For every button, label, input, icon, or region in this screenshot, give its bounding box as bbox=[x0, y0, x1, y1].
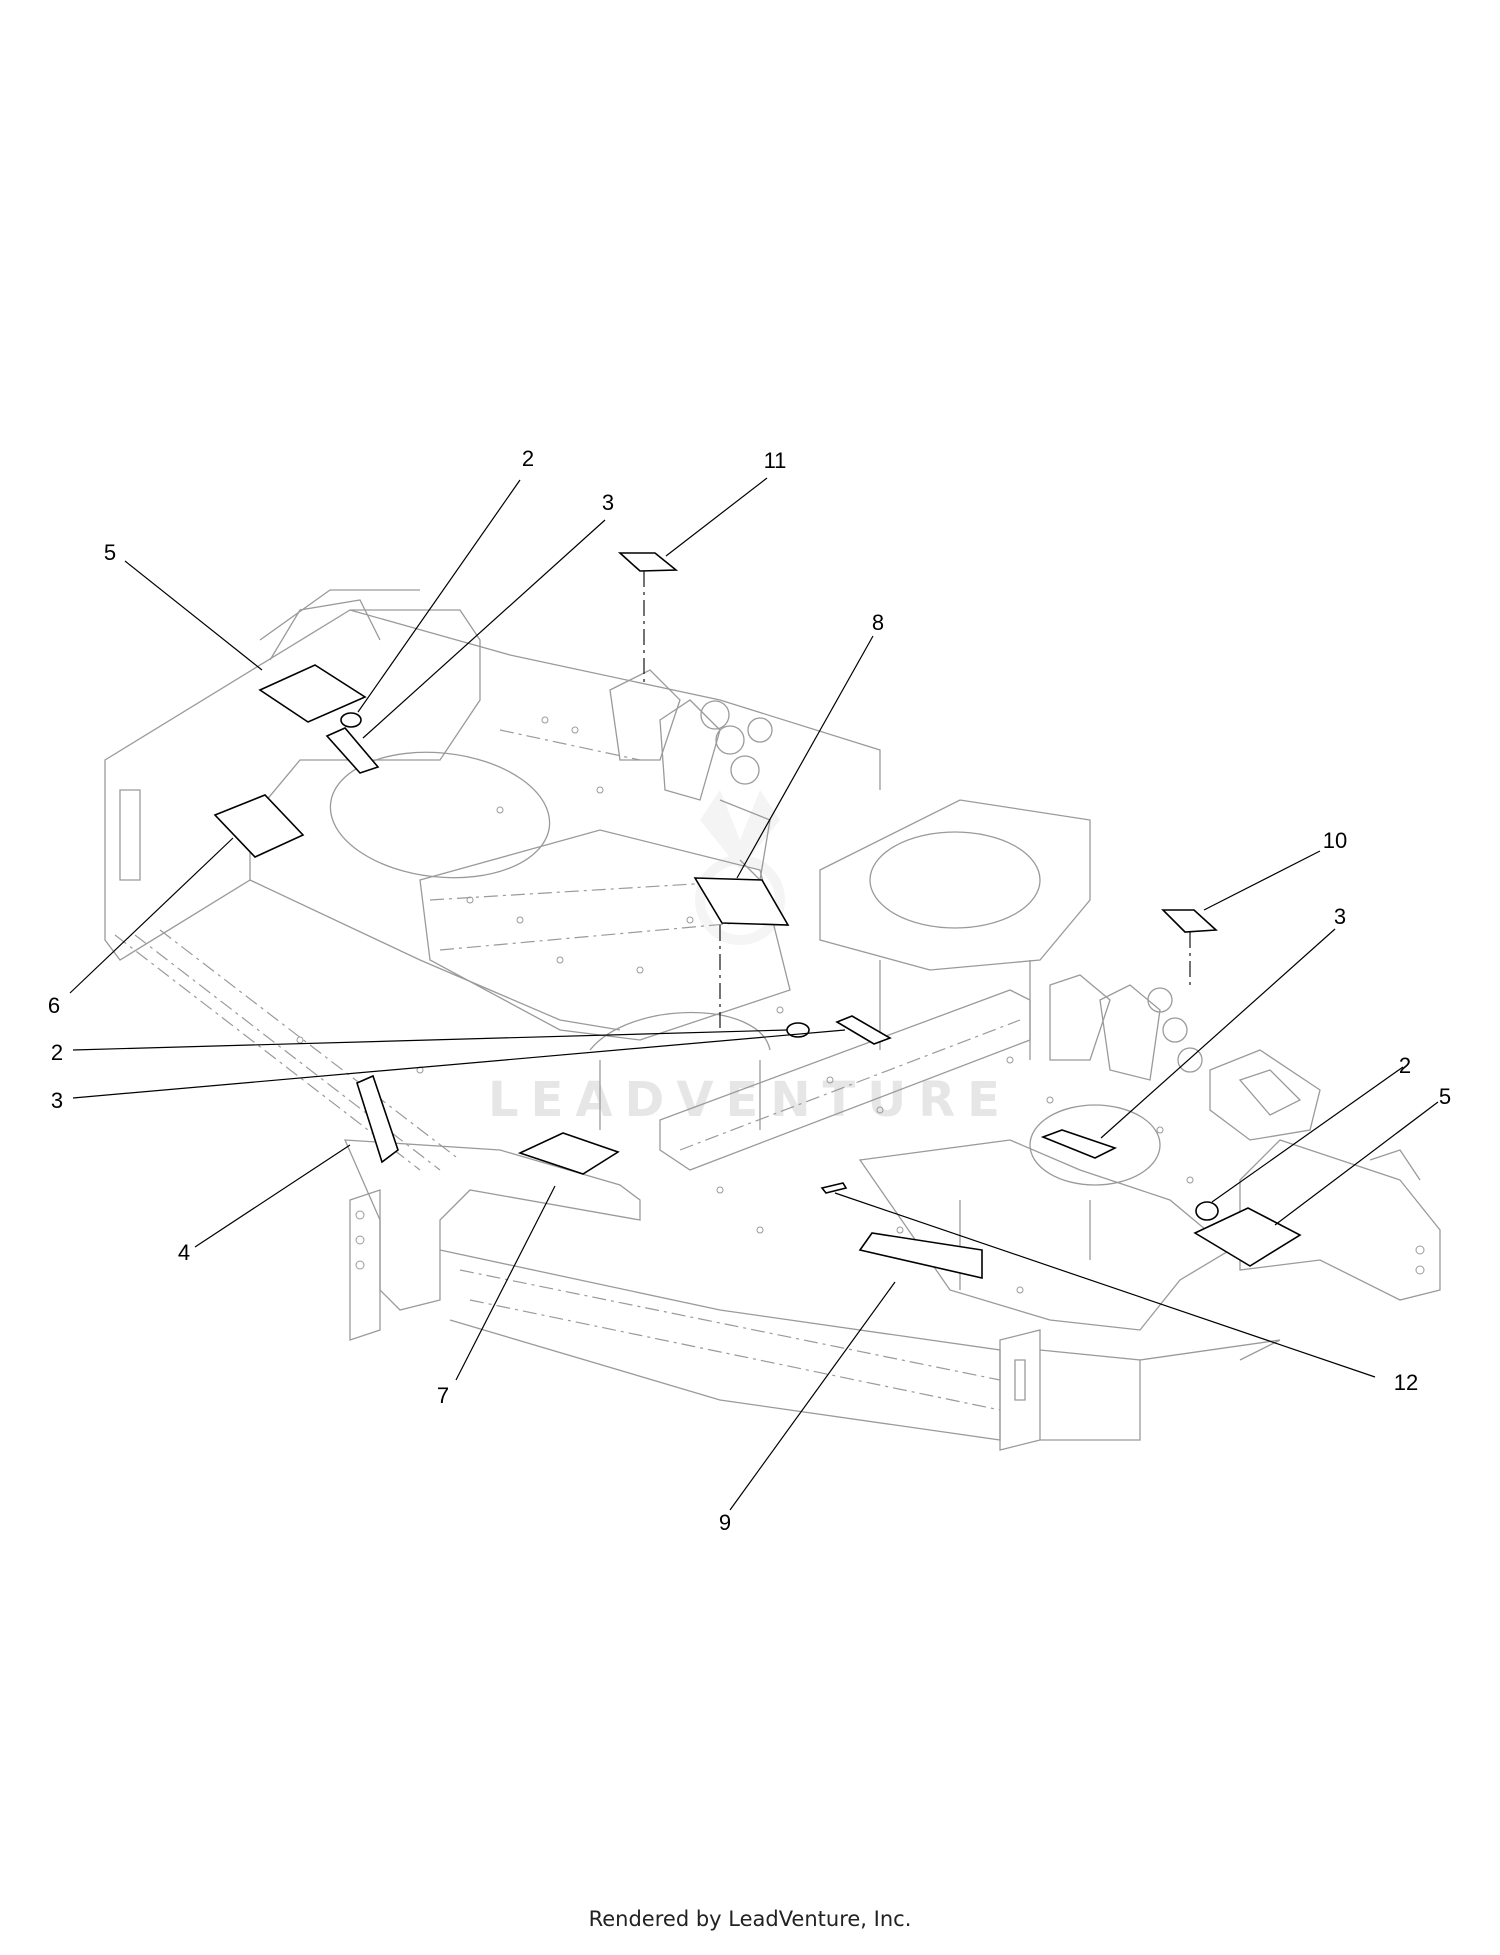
callout-9: 9 bbox=[719, 1510, 731, 1535]
watermark: LEADVENTURE bbox=[488, 790, 1012, 1128]
decal-2-right bbox=[1195, 1201, 1219, 1221]
footer-credit: Rendered by LeadVenture, Inc. bbox=[588, 1907, 912, 1931]
decal-7 bbox=[517, 1132, 620, 1175]
decal-11 bbox=[617, 552, 679, 572]
decal-5-right bbox=[1193, 1207, 1302, 1267]
decal-6 bbox=[213, 794, 305, 858]
callout-8: 8 bbox=[872, 610, 884, 635]
decal-8 bbox=[693, 877, 790, 926]
callout-3-right: 3 bbox=[1334, 904, 1346, 929]
decal-9 bbox=[858, 1232, 983, 1280]
leader-lines bbox=[69, 477, 1439, 1511]
callout-3-center: 3 bbox=[51, 1088, 63, 1113]
callout-10: 10 bbox=[1323, 828, 1347, 853]
decal-2-left bbox=[340, 712, 362, 728]
mower-deck-drawing bbox=[104, 589, 1441, 1451]
decal-12 bbox=[820, 1182, 848, 1194]
decal-3-center bbox=[835, 1015, 892, 1045]
callout-2-top: 2 bbox=[522, 446, 534, 471]
decal-10 bbox=[1161, 909, 1218, 933]
callout-4: 4 bbox=[178, 1240, 190, 1265]
callout-5-right: 5 bbox=[1439, 1084, 1451, 1109]
callout-11: 11 bbox=[764, 448, 787, 473]
callout-5-left: 5 bbox=[104, 540, 116, 565]
decal-3-left bbox=[325, 727, 380, 774]
decal-3-right bbox=[1040, 1129, 1118, 1159]
decals bbox=[213, 552, 1302, 1280]
decal-5-left bbox=[258, 664, 367, 723]
callout-6: 6 bbox=[48, 993, 60, 1018]
watermark-text: LEADVENTURE bbox=[488, 1072, 1012, 1128]
callout-7: 7 bbox=[437, 1383, 449, 1408]
callout-3-top: 3 bbox=[602, 490, 614, 515]
callout-2-right: 2 bbox=[1399, 1053, 1411, 1078]
callout-labels: 2 11 3 5 8 10 3 6 2 3 2 5 4 7 12 9 bbox=[48, 446, 1451, 1535]
callout-12: 12 bbox=[1394, 1370, 1418, 1395]
decal-4 bbox=[356, 1074, 399, 1164]
callout-2-center: 2 bbox=[51, 1040, 63, 1065]
